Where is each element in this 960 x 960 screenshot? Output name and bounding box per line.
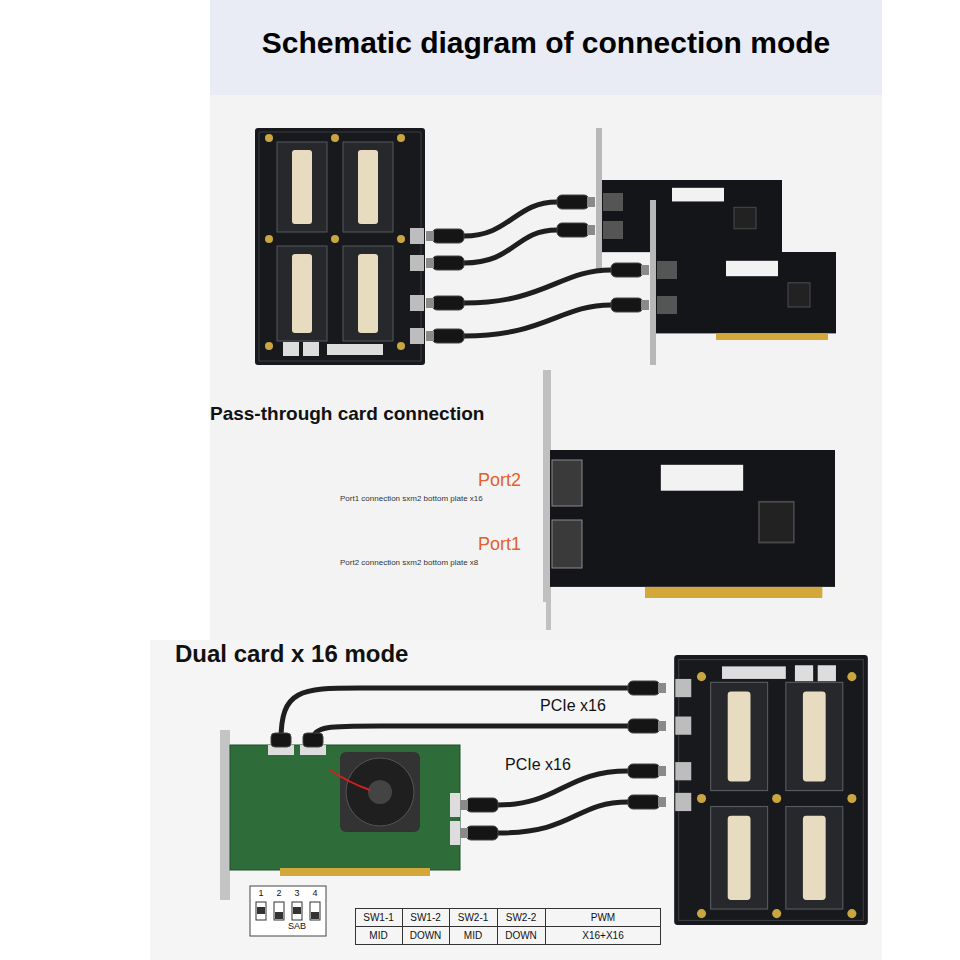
card-port xyxy=(657,296,677,314)
port-note: Port2 connection sxm2 bottom plate x8 xyxy=(340,558,540,567)
switch-card-pcb xyxy=(230,745,460,870)
card-port xyxy=(603,221,623,239)
cable-plug xyxy=(426,256,464,270)
sxm2-board xyxy=(674,655,868,925)
switch-number: 4 xyxy=(309,888,321,898)
table-cell: SW2-2 xyxy=(497,912,545,924)
switch-number: 3 xyxy=(291,888,303,898)
switch-slot xyxy=(256,902,266,920)
cable-plug xyxy=(271,733,291,747)
sxm2-board xyxy=(255,128,425,365)
table-cell: DOWN xyxy=(497,930,545,942)
switch-knob xyxy=(293,907,301,914)
card-bracket xyxy=(220,730,230,900)
table-line xyxy=(355,926,661,927)
card-bracket xyxy=(650,200,656,365)
table-cell: SW1-2 xyxy=(402,912,449,924)
cable-plug xyxy=(426,296,464,310)
cable xyxy=(464,230,557,263)
section-heading: Pass-through card connection xyxy=(210,403,540,425)
cable-plug xyxy=(460,798,498,812)
bracket-tab xyxy=(546,600,551,630)
cable xyxy=(464,270,611,303)
cable-plug xyxy=(628,795,666,809)
table-cell: DOWN xyxy=(402,930,449,942)
table-line xyxy=(402,908,403,945)
panel-background xyxy=(210,95,882,640)
port-label: Port2 xyxy=(478,470,538,491)
table-line xyxy=(449,908,450,945)
pcie-card xyxy=(656,252,836,340)
fan-wire xyxy=(330,770,370,790)
link-label: PCIe x16 xyxy=(540,697,630,715)
cable-plug xyxy=(460,826,498,840)
section-heading: Dual card x 16 mode xyxy=(175,640,495,668)
cable xyxy=(313,726,628,740)
cable-plug xyxy=(557,195,595,209)
card-port xyxy=(657,261,677,279)
dip-switch xyxy=(250,886,326,936)
gold-fingers xyxy=(280,868,430,876)
table-cell: SW1-1 xyxy=(355,912,402,924)
cable-plug xyxy=(628,764,666,778)
card-port xyxy=(450,821,460,845)
link-label: PCIe x16 xyxy=(505,756,595,774)
card-port xyxy=(552,460,582,506)
switch-number: 2 xyxy=(273,888,285,898)
card-port xyxy=(450,793,460,817)
cable xyxy=(464,305,611,336)
panel-background xyxy=(150,640,882,960)
port-label: Port1 xyxy=(478,534,538,555)
cable-plug xyxy=(611,298,649,312)
table-line xyxy=(545,908,546,945)
table-border xyxy=(356,909,661,945)
table-cell: PWM xyxy=(545,912,661,924)
card-port xyxy=(552,520,582,568)
fan-hub xyxy=(368,780,392,804)
cable xyxy=(498,771,628,805)
heatsink xyxy=(340,752,420,832)
switch-number: 1 xyxy=(255,888,267,898)
pcie-card xyxy=(602,180,782,258)
switch-knob xyxy=(275,912,283,919)
table-cell: SW2-1 xyxy=(449,912,497,924)
cable-plug xyxy=(303,733,323,747)
table-cell: X16+X16 xyxy=(545,930,661,942)
cable-plug xyxy=(628,719,666,733)
card-bracket xyxy=(543,370,551,602)
switch-position: SAB xyxy=(277,921,317,931)
table-cell: MID xyxy=(355,930,402,942)
switch-slot xyxy=(274,902,284,920)
port-note: Port1 connection sxm2 bottom plate x16 xyxy=(340,494,540,503)
table-line xyxy=(497,908,498,945)
cable-plug xyxy=(557,223,595,237)
switch-slot xyxy=(292,902,302,920)
table-cell: MID xyxy=(449,930,497,942)
cable-plug xyxy=(628,681,666,695)
card-bracket xyxy=(596,128,602,273)
switch-knob xyxy=(257,907,265,914)
pass-through-card xyxy=(550,450,835,598)
fan xyxy=(346,758,414,826)
cable-plug xyxy=(426,329,464,343)
switch-slot xyxy=(310,902,320,920)
page-title: Schematic diagram of connection mode xyxy=(210,26,882,61)
cable-plug xyxy=(426,229,464,243)
cable xyxy=(498,802,628,833)
title-band xyxy=(210,0,882,95)
card-port xyxy=(603,193,623,211)
cable-plug xyxy=(611,263,649,277)
switch-knob xyxy=(311,912,319,919)
